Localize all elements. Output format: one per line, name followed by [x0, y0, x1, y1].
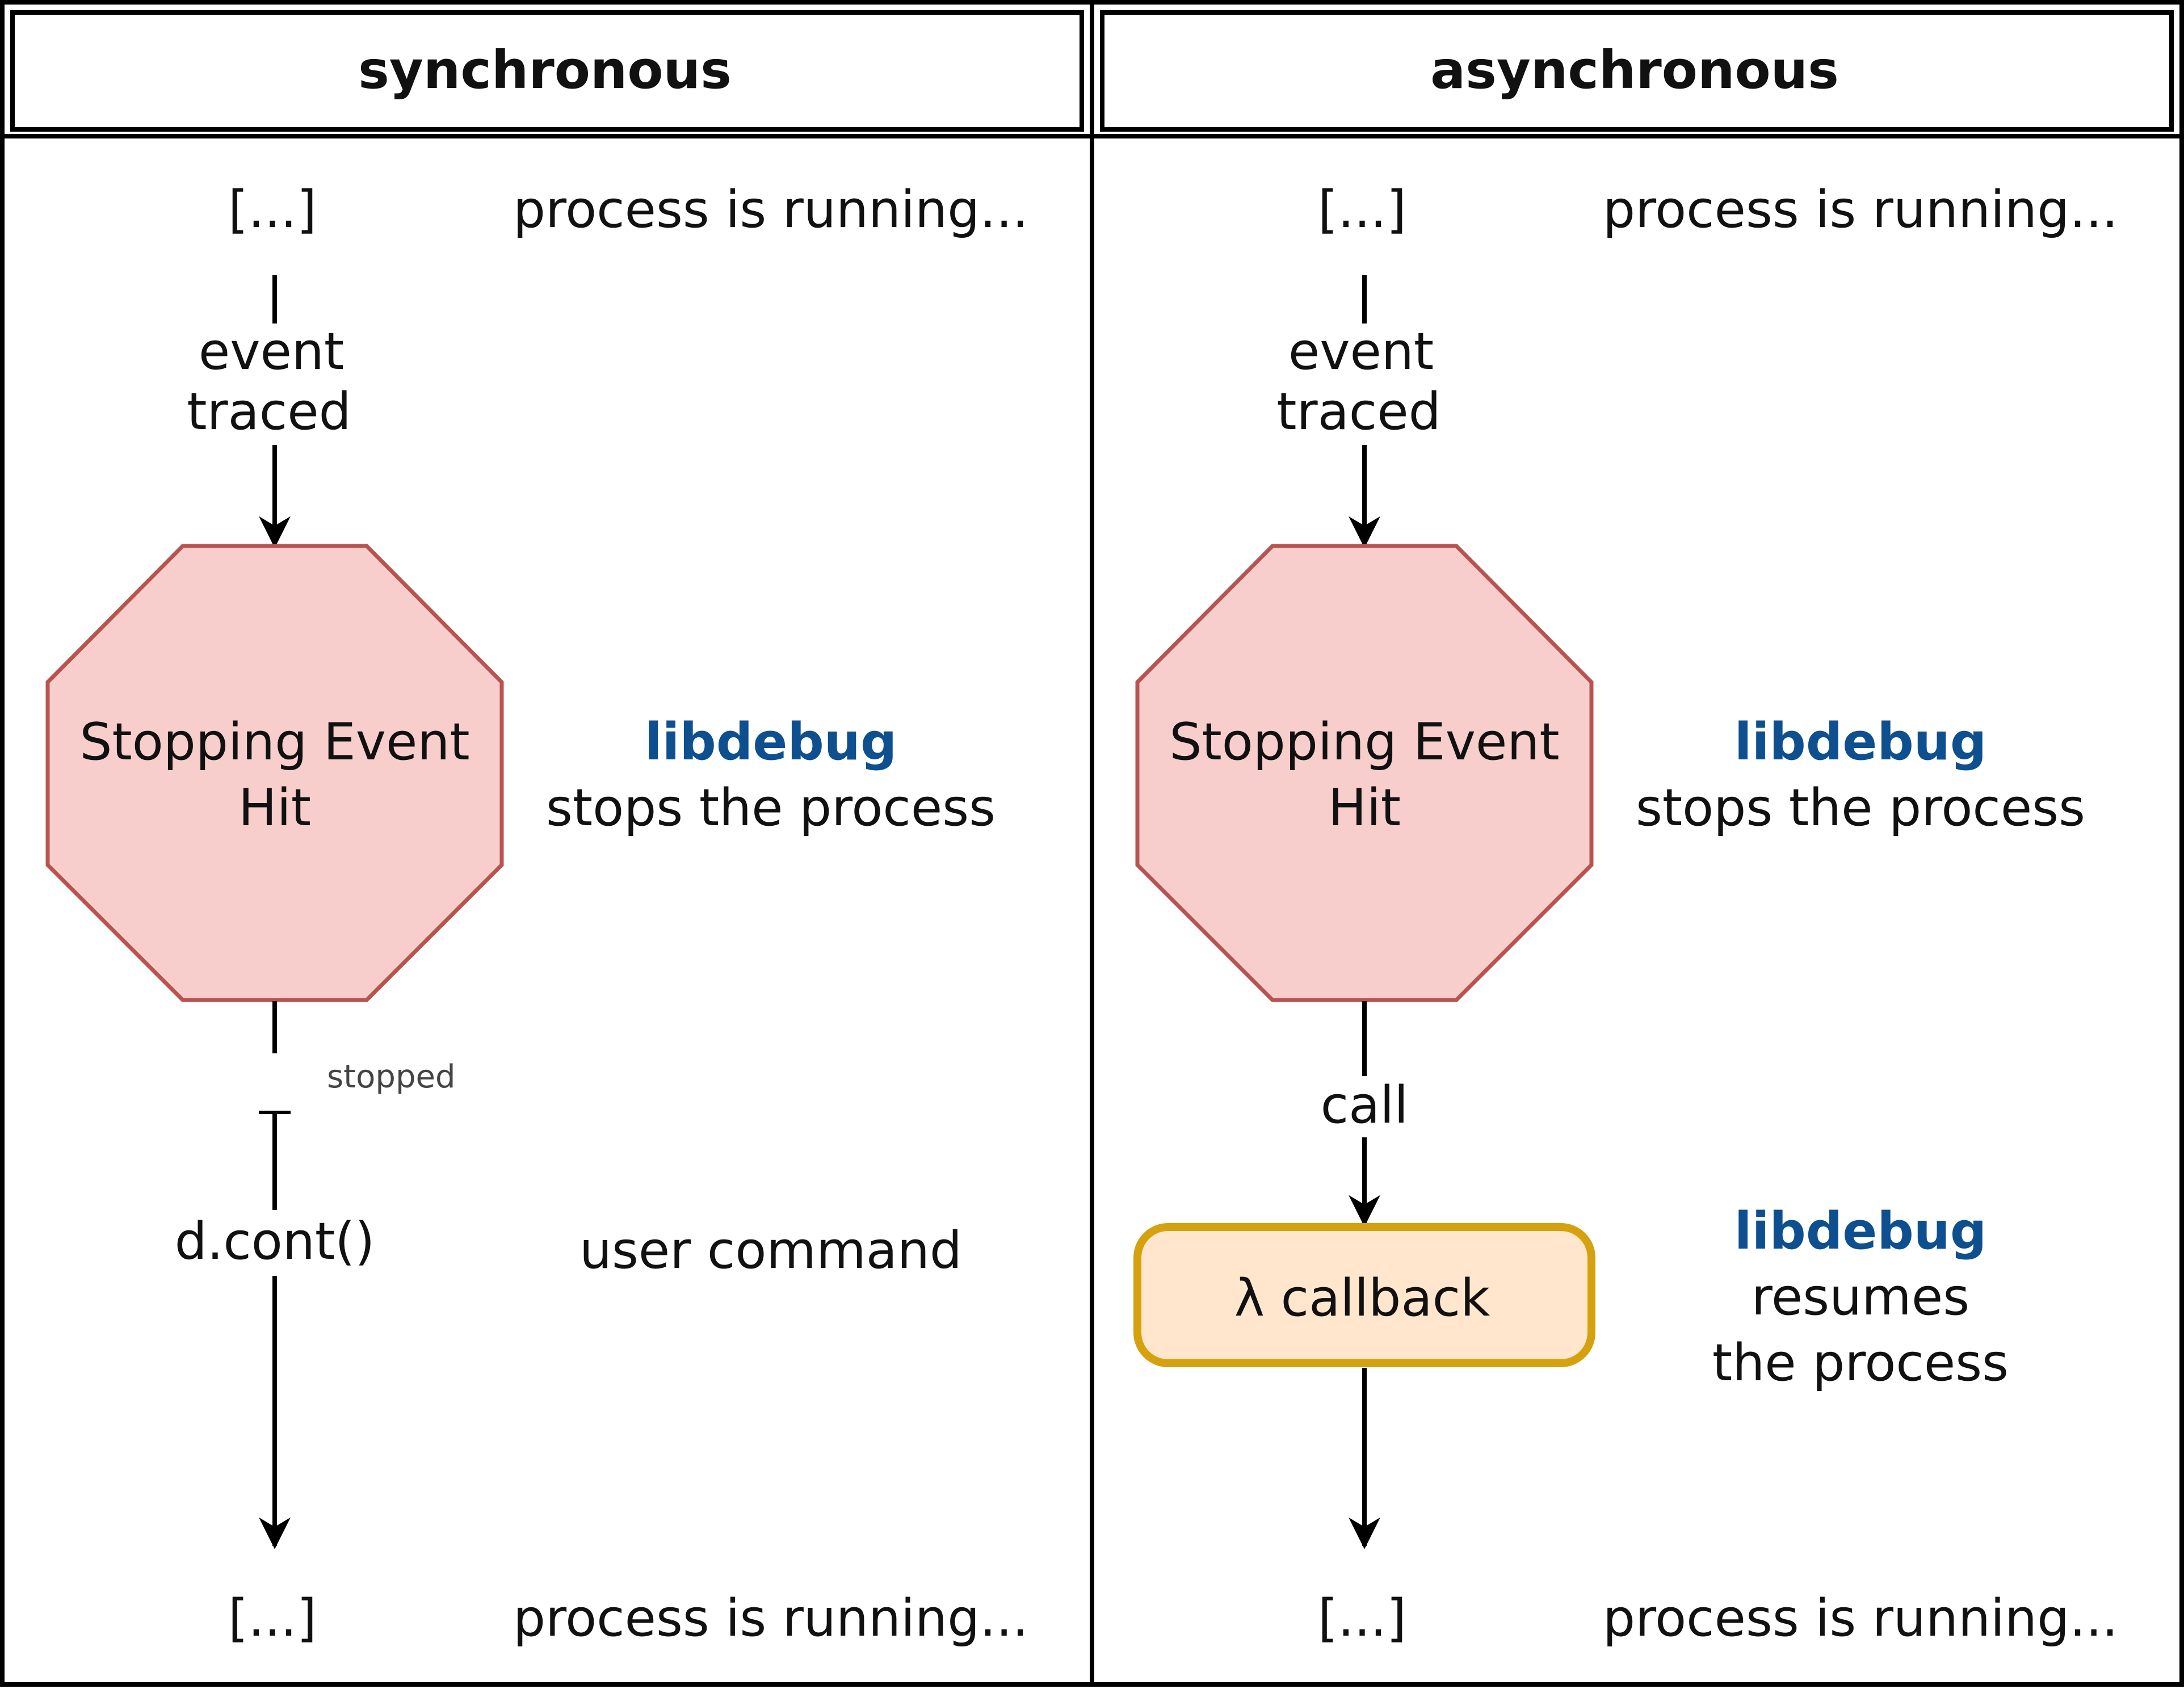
async-callback-label: λ callback — [1234, 1268, 1490, 1328]
sync-libdebug-action: stops the process — [546, 778, 996, 838]
header-synchronous: synchronous — [358, 40, 732, 100]
async-stop-octagon — [1135, 544, 1594, 1002]
async-top-ellipsis: [...] — [1318, 180, 1406, 240]
async-stop-label-line2: Hit — [1328, 778, 1401, 838]
async-event-label-line2: traced — [1276, 382, 1440, 442]
sync-event-label-line1: event — [199, 322, 344, 381]
async-bottom-ellipsis: [...] — [1318, 1589, 1406, 1648]
sync-bottom-status: process is running... — [513, 1589, 1028, 1648]
async-top-status: process is running... — [1603, 180, 2118, 240]
async-libdebug-action: stops the process — [1636, 778, 2085, 838]
async-resume-libdebug-name: libdebug — [1734, 1201, 1987, 1261]
sync-stop-octagon — [45, 544, 504, 1002]
sync-stop-label-line2: Hit — [238, 778, 311, 838]
sync-event-label-line2: traced — [187, 382, 351, 442]
async-resume-line2: the process — [1712, 1333, 2009, 1393]
async-bottom-status: process is running... — [1603, 1589, 2118, 1648]
async-resume-line1: resumes — [1752, 1267, 1969, 1327]
sync-command-note: user command — [579, 1221, 962, 1280]
async-callback-box — [1133, 1223, 1595, 1367]
header-cell-sync — [10, 10, 1084, 132]
sync-libdebug-name: libdebug — [645, 712, 897, 772]
async-call-label: call — [1321, 1075, 1409, 1135]
sync-bottom-ellipsis: [...] — [228, 1589, 317, 1648]
async-stop-label-line1: Stopping Event — [1169, 712, 1559, 772]
sync-top-ellipsis: [...] — [228, 180, 317, 240]
sync-top-status: process is running... — [513, 180, 1028, 240]
header-asynchronous: asynchronous — [1430, 40, 1839, 100]
header-cell-async — [1100, 10, 2174, 132]
sync-stopped-label: stopped — [327, 1058, 456, 1095]
sync-stop-label-line1: Stopping Event — [79, 712, 469, 772]
async-libdebug-name: libdebug — [1734, 712, 1987, 772]
sync-command-label: d.cont() — [175, 1212, 375, 1271]
async-event-label-line1: event — [1288, 322, 1434, 381]
